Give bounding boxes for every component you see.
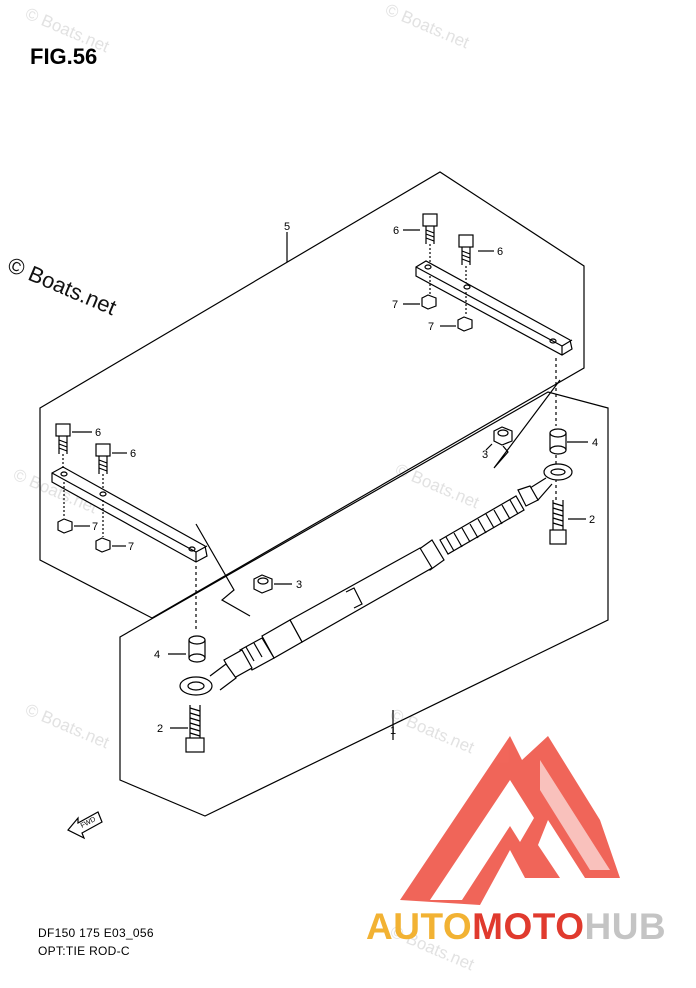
callout-6: 6: [497, 246, 503, 258]
brand-hub: HUB: [584, 906, 667, 947]
callout-6: 6: [393, 225, 399, 237]
nut-7-top-b: [457, 316, 473, 332]
callout-5: 5: [284, 221, 290, 233]
bolt-6-top-a: [422, 213, 438, 262]
callout-2: 2: [589, 514, 595, 526]
figure-code: DF150 175 E03_056: [38, 926, 154, 940]
brand-auto: AUTO: [366, 906, 473, 947]
spacer-4-left: [188, 635, 206, 663]
callout-1: 1: [390, 725, 396, 737]
spacer-4-right: [549, 428, 567, 455]
bolt-6-top-b: [458, 234, 474, 283]
callout-7: 7: [392, 299, 398, 311]
tie-rod: [179, 463, 573, 696]
callout-7: 7: [92, 521, 98, 533]
callout-7: 7: [128, 541, 134, 553]
figure-name: OPT:TIE ROD-C: [38, 944, 130, 958]
bolt-2-left: [185, 705, 205, 753]
tie-rod-frame: [119, 391, 609, 817]
bolt-6-left-a: [55, 423, 71, 470]
bolt-6-left-b: [95, 443, 111, 490]
nut-7-top-a: [421, 294, 437, 310]
callout-3: 3: [296, 579, 302, 591]
nut-3-left: [253, 574, 273, 594]
bracket-kit-frame: [39, 171, 585, 619]
callout-4: 4: [592, 437, 598, 449]
callout-6: 6: [95, 427, 101, 439]
nut-7-left-a: [57, 518, 73, 534]
callout-3: 3: [482, 449, 488, 461]
fwd-arrow-icon: FWD: [67, 811, 103, 840]
figure-title: FIG.56: [30, 44, 98, 69]
nut-7-left-b: [95, 537, 111, 553]
nut-3-right: [493, 426, 513, 446]
callout-7: 7: [428, 321, 434, 333]
brand-moto: MOTO: [472, 906, 585, 947]
callout-4: 4: [154, 649, 160, 661]
bracket-plate-right: [415, 260, 573, 356]
callout-2: 2: [157, 723, 163, 735]
brand-wordmark: AUTOMOTOHUB: [366, 906, 666, 948]
bolt-2-right: [549, 500, 567, 545]
callout-6: 6: [130, 448, 136, 460]
